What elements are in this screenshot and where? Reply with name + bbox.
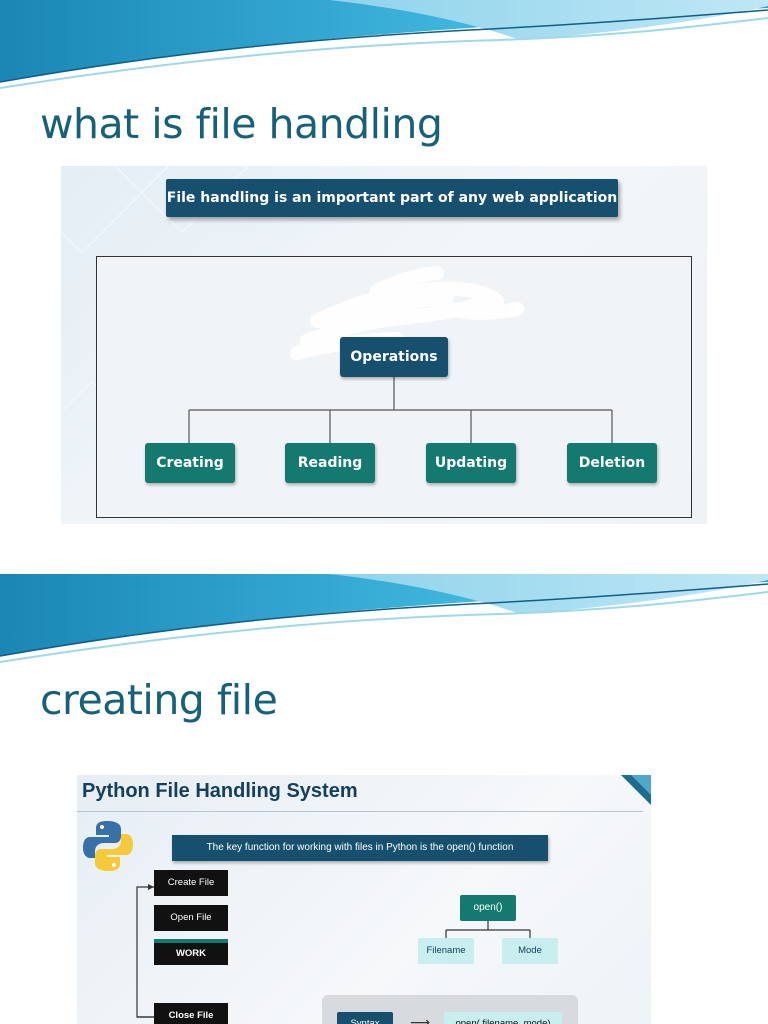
- open-file-step: Open File: [154, 905, 228, 931]
- right-arrow-icon: ⟶: [410, 1015, 431, 1024]
- syntax-code: open( filename, mode): [444, 1012, 562, 1024]
- figure-banner: File handling is an important part of an…: [166, 179, 618, 217]
- creating-node: Creating: [145, 443, 235, 483]
- flow-connectors: [136, 884, 531, 1018]
- wave-header-decoration: [0, 574, 768, 663]
- create-file-step: Create File: [154, 870, 228, 896]
- mode-param: Mode: [502, 938, 558, 964]
- heading-divider: [77, 811, 643, 812]
- deletion-node: Deletion: [567, 443, 657, 483]
- operations-figure: File handling is an important part of an…: [61, 166, 707, 524]
- tree-connectors: [188, 377, 613, 443]
- python-logo-icon: [83, 821, 133, 871]
- open-function-node: open(): [460, 895, 516, 921]
- operations-node: Operations: [340, 337, 448, 377]
- reading-node: Reading: [285, 443, 375, 483]
- wave-header-decoration: [0, 0, 768, 89]
- updating-node: Updating: [426, 443, 516, 483]
- syntax-label: Syntax: [337, 1012, 393, 1024]
- figure-banner: The key function for working with files …: [172, 835, 548, 861]
- work-step: WORK: [154, 939, 228, 965]
- slide-title: what is file handling: [40, 100, 443, 148]
- operations-tree-box: Operations Creating Reading Updating Del…: [96, 256, 692, 518]
- slide-title: creating file: [40, 676, 278, 724]
- slide-what-is-file-handling: what is file handling File handling is a…: [0, 0, 768, 524]
- close-file-step: Close File: [154, 1003, 228, 1024]
- corner-decoration: [621, 775, 651, 805]
- syntax-panel: Syntax ⟶ open( filename, mode): [322, 995, 578, 1024]
- filename-param: Filename: [418, 938, 474, 964]
- slide-creating-file: creating file Python File Handling Syste…: [0, 574, 768, 1024]
- figure-heading: Python File Handling System: [82, 780, 358, 802]
- python-file-handling-figure: Python File Handling System The key func…: [77, 775, 651, 1024]
